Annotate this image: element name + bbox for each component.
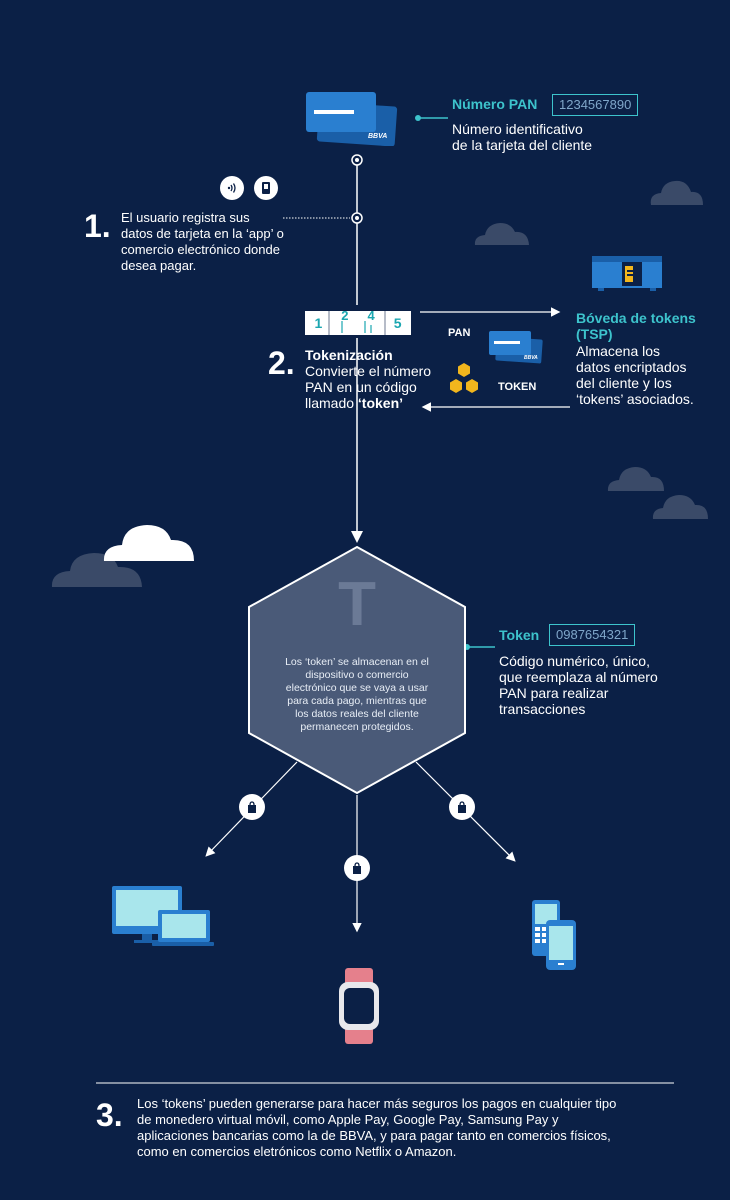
cloud-icon bbox=[103, 525, 194, 561]
card-brand: BBVA bbox=[368, 133, 387, 140]
card-icon: BBVA bbox=[489, 331, 543, 364]
vault-description: Almacena los datos encriptados del clien… bbox=[576, 343, 694, 407]
pan-value: 1234567890 bbox=[552, 94, 639, 116]
hexagon-line: Los ‘token’ se almacenan en el bbox=[285, 656, 429, 668]
step3-text: Los ‘tokens’ pueden generarse para hacer… bbox=[137, 1096, 677, 1160]
step3-line: como en comercios eletrónicos como Netfl… bbox=[137, 1144, 457, 1159]
step2-line: llamado bbox=[305, 395, 355, 411]
cloud-icon bbox=[652, 495, 708, 519]
mobile-pay-icon bbox=[254, 176, 278, 200]
step1-line: datos de tarjeta en la ‘app’ o bbox=[121, 226, 284, 241]
hexagon-line: electrónico que se vaya a usar bbox=[285, 682, 429, 694]
hexagon-description: Los ‘token’ se almacenan en el dispositi… bbox=[262, 656, 452, 734]
cloud-icon bbox=[474, 223, 529, 245]
cloud-icon bbox=[607, 467, 664, 491]
pan-title: Número PAN bbox=[452, 96, 538, 112]
vault-line: Almacena los bbox=[576, 343, 661, 359]
step1-line: comercio electrónico donde bbox=[121, 242, 280, 257]
token-value: 0987654321 bbox=[549, 624, 636, 646]
token-line: Código numérico, único, bbox=[499, 653, 650, 669]
hexagon-line: permanecen protegidos. bbox=[300, 721, 414, 733]
pan-description: Número identificativo de la tarjeta del … bbox=[452, 121, 592, 153]
token-line: transacciones bbox=[499, 701, 586, 717]
cloud-icon bbox=[51, 553, 143, 587]
token-digit: 1 bbox=[314, 315, 323, 331]
step1-line: desea pagar. bbox=[121, 258, 197, 273]
token-description: Código numérico, único, que reemplaza al… bbox=[499, 653, 658, 717]
token-line: que reemplaza al número bbox=[499, 669, 658, 685]
nfc-icon bbox=[220, 176, 244, 200]
vault-icon bbox=[592, 256, 662, 291]
vault-line: del cliente y los bbox=[576, 375, 672, 391]
shopping-bag-icon bbox=[239, 794, 265, 820]
step2-title: Tokenización bbox=[305, 347, 393, 363]
computer-icon bbox=[112, 886, 214, 946]
token-line: PAN para realizar bbox=[499, 685, 609, 701]
step2-number: 2. bbox=[268, 345, 295, 381]
step3-line: aplicaciones bancarias como la de BBVA, … bbox=[137, 1128, 611, 1143]
token-title: Token bbox=[499, 627, 540, 643]
hexagon-line: dispositivo o comercio bbox=[305, 669, 409, 681]
step2-line-with-highlight: llamado ‘token’ bbox=[305, 395, 431, 411]
shopping-bag-icon bbox=[344, 855, 370, 881]
token-digit: 2 bbox=[341, 307, 349, 323]
token-label: TOKEN bbox=[498, 381, 537, 393]
step1-line: El usuario registra sus bbox=[121, 210, 250, 225]
vault-title-line: Bóveda de tokens bbox=[576, 310, 696, 326]
step3-line: Los ‘tokens’ pueden generarse para hacer… bbox=[137, 1096, 617, 1111]
watch-icon bbox=[339, 968, 379, 1044]
step2-text: Tokenización Convierte el número PAN en … bbox=[305, 347, 431, 411]
pan-desc-line: Número identificativo bbox=[452, 121, 583, 137]
pan-desc-line: de la tarjeta del cliente bbox=[452, 137, 593, 153]
step3-number: 3. bbox=[96, 1097, 123, 1133]
tokenization-marks bbox=[328, 311, 386, 335]
step2-line: PAN en un código bbox=[305, 379, 417, 395]
token-digit: 4 bbox=[367, 307, 375, 323]
vault-line: ‘tokens’ asociados. bbox=[576, 391, 694, 407]
step3-line: de monedero virtual móvil, como Apple Pa… bbox=[137, 1112, 559, 1127]
hexagon-line: los datos reales del cliente bbox=[295, 708, 419, 720]
step2-line: Convierte el número bbox=[305, 363, 432, 379]
vault-line: datos encriptados bbox=[576, 359, 687, 375]
hexagon-letter: T bbox=[338, 570, 376, 639]
vault-title-line: (TSP) bbox=[576, 326, 613, 342]
shopping-bag-icon bbox=[449, 794, 475, 820]
pan-label: PAN bbox=[448, 327, 471, 339]
card-icon: BBVA bbox=[306, 92, 398, 146]
token-digit-strip: 1 2 4 5 bbox=[305, 307, 411, 335]
vault-title: Bóveda de tokens (TSP) bbox=[576, 310, 696, 342]
step1-text: El usuario registra sus datos de tarjeta… bbox=[121, 210, 284, 274]
phone-icon bbox=[532, 900, 576, 970]
step1-number: 1. bbox=[84, 208, 111, 244]
step2-highlight: ‘token’ bbox=[357, 395, 404, 411]
hexagon-line: para cada pago, mientras que bbox=[287, 695, 427, 707]
coins-icon bbox=[450, 363, 478, 393]
cloud-icon bbox=[650, 180, 703, 205]
token-digit: 5 bbox=[393, 315, 402, 331]
card-brand: BBVA bbox=[524, 355, 538, 361]
